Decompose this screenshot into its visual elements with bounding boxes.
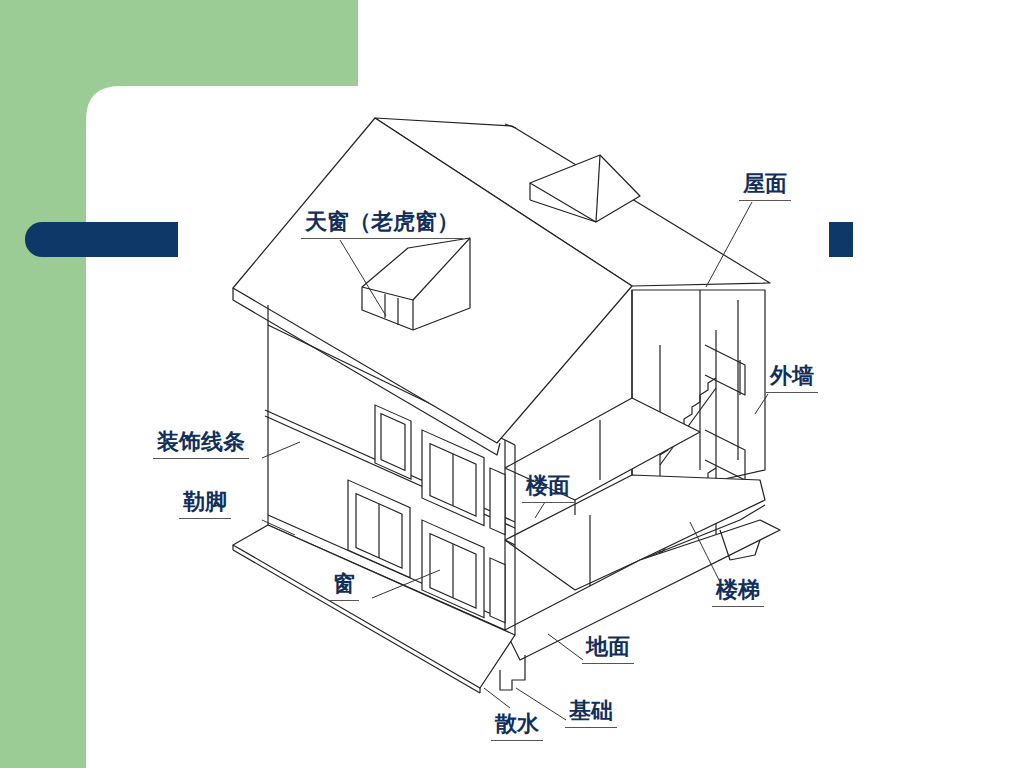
part-label: 屋面: [739, 170, 791, 201]
part-label: 散水: [491, 710, 543, 741]
part-label: 外墙: [766, 362, 818, 393]
part-label: 天窗（老虎窗）: [301, 208, 463, 239]
part-label: 楼梯: [712, 576, 764, 607]
part-label: 楼面: [522, 472, 574, 503]
leader-lines: [262, 202, 768, 720]
part-label: 装饰线条: [153, 428, 249, 459]
navy-bar-end: [150, 222, 178, 257]
part-label: 基础: [565, 697, 617, 728]
house-lines: [233, 118, 780, 693]
window-group: [348, 405, 505, 623]
part-label: 窗: [329, 570, 359, 601]
part-label: 勒脚: [179, 488, 231, 519]
navy-square: [829, 222, 853, 257]
part-label: 地面: [582, 633, 634, 664]
navy-bar: [25, 222, 178, 257]
